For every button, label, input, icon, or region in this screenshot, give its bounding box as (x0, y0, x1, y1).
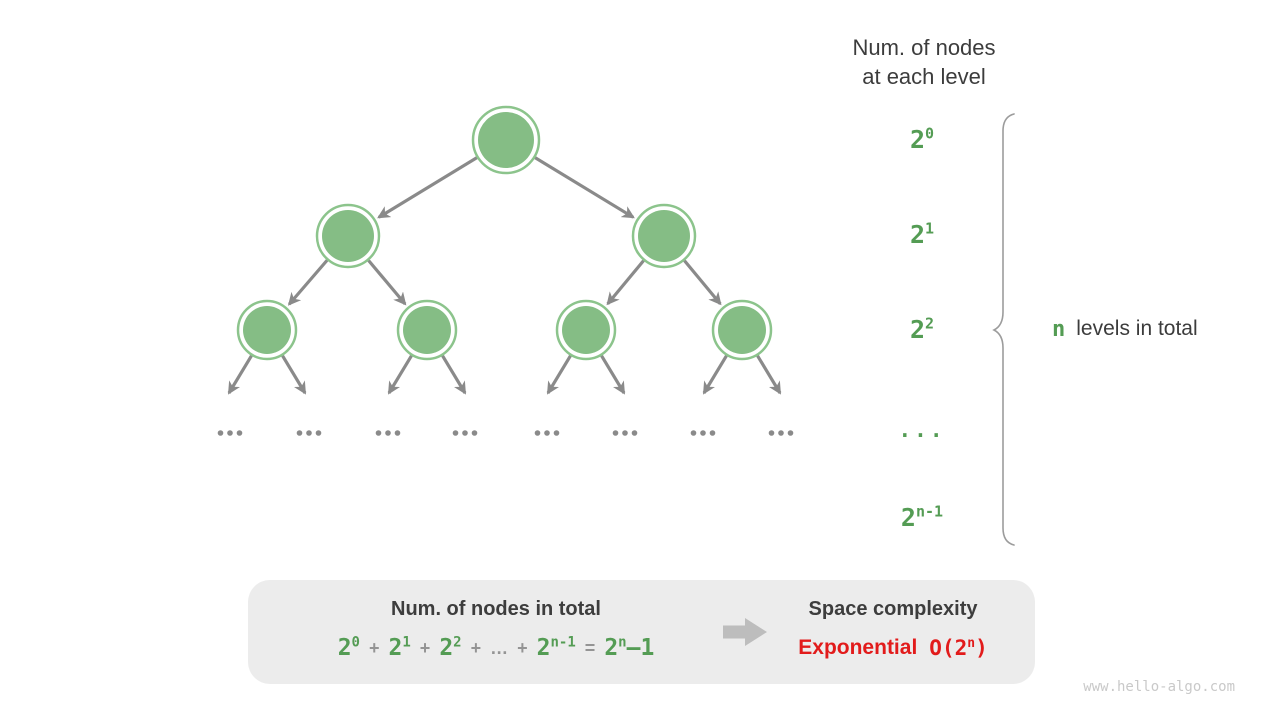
header-line1: Num. of nodes (852, 35, 996, 60)
brace-label: n levels in total (1052, 314, 1198, 344)
tree-edge-arrow (534, 156, 635, 219)
tree-edge-arrow (367, 259, 407, 306)
complexity-line: Exponential O(2n) (748, 630, 1038, 666)
formula-operator: + (419, 638, 431, 658)
formula: 20 +21 +22 + … +2n-1 = 2n–1 (276, 630, 716, 666)
formula-term: 21 (388, 633, 411, 661)
tree-node (236, 299, 298, 361)
tree-stub-arrow (227, 354, 253, 395)
brace (992, 113, 1015, 546)
formula-operator: + (368, 638, 380, 658)
right-arrow-icon (723, 618, 767, 646)
big-o-notation: O(2n) (929, 636, 988, 660)
complexity-word: Exponential (798, 636, 918, 659)
watermark: www.hello-algo.com (1083, 679, 1235, 695)
tree-stub-arrow (546, 354, 572, 395)
tree-edge-arrow (287, 259, 329, 306)
header-line2: at each level (862, 64, 986, 89)
brace-label-n: n (1052, 316, 1066, 342)
tree-ellipsis (296, 430, 322, 436)
formula-term: 2n–1 (604, 633, 655, 661)
formula-operator: … (490, 638, 509, 658)
tree-node (711, 299, 773, 361)
level-label: 2n-1 (900, 502, 944, 532)
level-label: 20 (909, 124, 935, 154)
tree-node (471, 105, 541, 175)
tree-ellipsis (375, 430, 401, 436)
tree-node (631, 203, 697, 269)
level-label: 21 (909, 219, 935, 249)
summary-box: Num. of nodes in total 20+21+22+…+2n-1=2… (248, 580, 1035, 684)
tree-stub-arrow (702, 354, 728, 395)
tree-edge-arrow (606, 259, 645, 306)
tree-node (396, 299, 458, 361)
tree-ellipsis (768, 430, 794, 436)
tree-stub-arrow (756, 354, 782, 395)
tree-node (315, 203, 381, 269)
brace-label-text: levels in total (1076, 317, 1198, 340)
tree-ellipsis (534, 430, 560, 436)
tree-stub-arrow (281, 354, 307, 395)
tree-edge-arrow (377, 156, 478, 219)
tree-ellipsis (217, 430, 243, 436)
formula-term: 20 (337, 633, 360, 661)
formula-operator: + (470, 638, 482, 658)
formula-term: 22 (439, 633, 462, 661)
tree-ellipsis (452, 430, 478, 436)
space-complexity-title: Space complexity (808, 598, 978, 620)
tree-ellipsis (690, 430, 716, 436)
tree-stub-arrow (600, 354, 626, 395)
tree-edge-arrow (683, 259, 722, 306)
tree-stub-arrow (387, 354, 413, 395)
formula-term: 2n-1 (536, 633, 576, 661)
formula-operator: + (517, 638, 528, 658)
level-label-dots: ... (898, 418, 946, 442)
total-nodes-title: Num. of nodes in total (391, 598, 601, 620)
level-label: 22 (909, 314, 935, 344)
formula-operator: = (584, 638, 596, 658)
level-count-header: Num. of nodes at each level (818, 33, 1030, 91)
tree-stub-arrow (441, 354, 467, 395)
tree-node (555, 299, 617, 361)
tree-ellipsis (612, 430, 638, 436)
